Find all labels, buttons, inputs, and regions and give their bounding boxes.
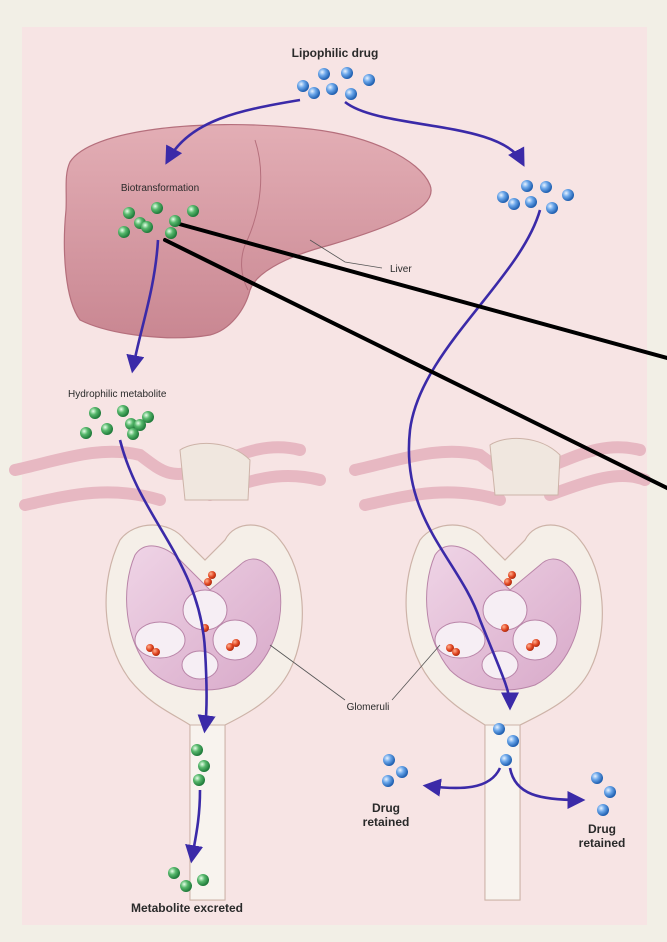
biotransformation-label: Biotransformation (121, 183, 199, 194)
drug-retained-left-line2: retained (363, 815, 410, 829)
drug-retained-right-line1: Drug (588, 822, 616, 836)
hydrophilic-metabolite-label: Hydrophilic metabolite (68, 389, 167, 400)
lipophilic-drug-label: Lipophilic drug (292, 46, 379, 60)
drug-retained-right-line2: retained (579, 836, 626, 850)
metabolite-excreted-label: Metabolite excreted (131, 901, 243, 915)
drug-retained-left-line1: Drug (372, 801, 400, 815)
glomeruli-label: Glomeruli (347, 702, 390, 713)
liver-label: Liver (390, 264, 412, 275)
